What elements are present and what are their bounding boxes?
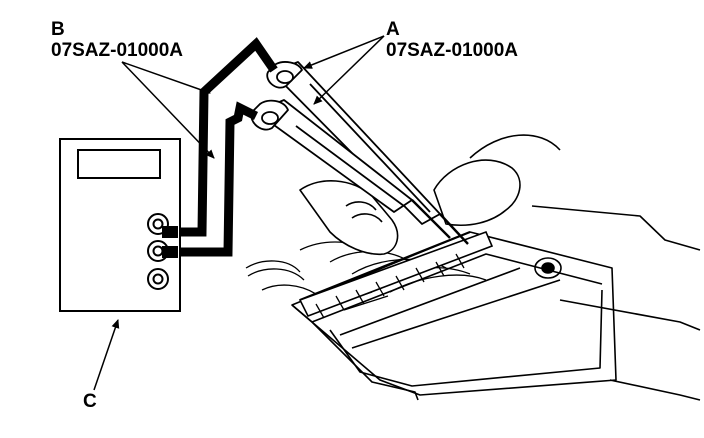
multimeter-display [77,149,161,179]
test-lead-lower [176,101,259,257]
test-leads [176,37,278,257]
leader-b-2 [121,61,215,159]
wire-harness [245,230,494,319]
label-a-letter: A [386,19,400,40]
leader-a-2 [313,35,385,105]
leader-c [93,319,120,391]
technician-hand [299,134,561,256]
multimeter [59,138,181,312]
label-a-part-number: 07SAZ-01000A [386,40,519,61]
label-c-letter: C [83,391,97,412]
leader-b-1 [121,61,211,95]
label-b-part-number: 07SAZ-01000A [51,40,184,61]
label-b-letter: B [51,19,65,40]
leader-a-1 [303,35,385,69]
back-probe-lower [250,99,451,239]
leader-lines [93,35,385,391]
